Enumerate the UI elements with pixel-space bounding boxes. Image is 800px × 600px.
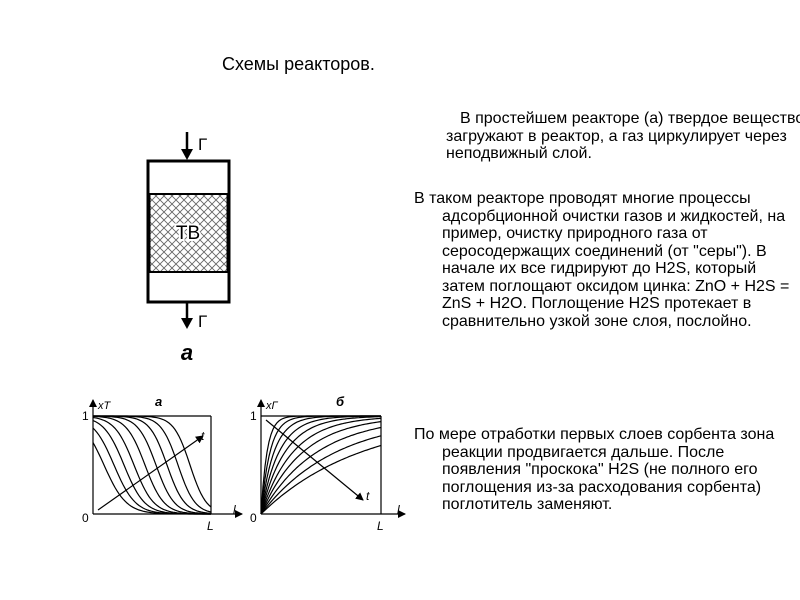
bed-label-halo: ТВ [176, 223, 200, 244]
gas-inlet-label: Г [198, 135, 207, 154]
plot-b-curves [260, 415, 382, 515]
paragraph-adsorption: В таком реакторе проводят многие процесс… [414, 190, 790, 330]
plot-b-front-curve [260, 417, 382, 515]
plot-a: t xT а 1 0 L l [82, 394, 243, 533]
reactor-caption: а [181, 340, 193, 365]
paragraph-simple-reactor: В простейшем реакторе (а) твердое вещест… [446, 110, 800, 162]
gas-outlet-arrow-icon [181, 318, 193, 329]
plot-b-front-curve [260, 421, 382, 515]
plot-a-title: а [155, 394, 162, 409]
plot-b-front-curve [260, 435, 382, 515]
plot-b-front-curve [260, 415, 381, 515]
gas-inlet-arrow-icon [181, 149, 193, 160]
plot-b-y-label: xГ [265, 400, 279, 412]
bed-label: ТВ [176, 223, 200, 244]
plot-a-y-label: xT [97, 400, 112, 412]
solid-bed [148, 193, 229, 273]
plot-a-front-curve [92, 415, 211, 515]
plot-b-time-arrow [265, 419, 364, 501]
plot-b-time-label: t [366, 489, 370, 503]
plot-b: t xГ б 1 0 L l [250, 394, 406, 533]
slide-title: Схемы реакторов. [222, 54, 375, 74]
plot-a-front-curve [93, 415, 212, 508]
plot-a-x-label: l [233, 503, 236, 517]
plot-a-front-curve [93, 415, 212, 514]
plot-b-title: б [336, 394, 345, 409]
gas-outlet-label: Г [198, 312, 207, 331]
plot-a-time-arrow [97, 435, 204, 511]
plot-b-x-label: l [397, 503, 400, 517]
paragraph-breakthrough: По мере отработки первых слоев сорбента … [414, 426, 775, 513]
plot-b-front-curve [260, 444, 382, 515]
plot-a-y-tick-1: 1 [82, 409, 89, 423]
plot-b-y-tick-0: 0 [250, 511, 257, 525]
plot-b-y-tick-1: 1 [250, 409, 257, 423]
plot-b-x-tick-L: L [377, 519, 384, 533]
plot-a-x-tick-L: L [207, 519, 214, 533]
reactor-diagram: Г ТВ ТВ Г а [146, 132, 231, 365]
plot-a-time-label: t [201, 429, 205, 443]
plot-a-front-curve [93, 415, 212, 515]
plot-b-front-curve [260, 426, 382, 515]
plot-a-curves [92, 415, 212, 515]
plot-a-y-tick-0: 0 [82, 511, 89, 525]
plot-b-front-curve [260, 416, 381, 515]
